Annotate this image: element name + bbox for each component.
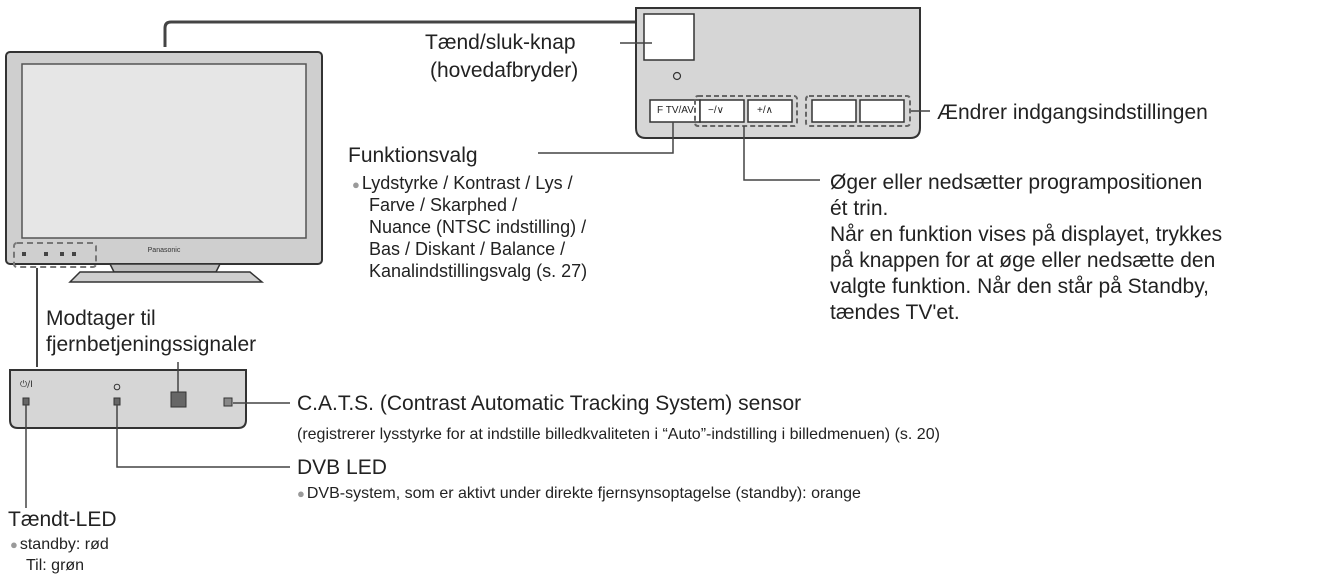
front-panel-detail: ⏻/I [9, 369, 248, 429]
power-led-on: Til: grøn [26, 557, 85, 574]
cats-title: C.A.T.S. (Contrast Automatic Tracking Sy… [297, 392, 802, 415]
function-select-line-1: Lydstyrke / Kontrast / Lys / [352, 172, 573, 196]
power-switch-sublabel: (hovedafbryder) [430, 59, 579, 82]
program-position-line-3: Når en funktion vises på displayet, tryk… [830, 223, 1223, 246]
cats-detail: (registrerer lysstyrke for at indstille … [297, 426, 940, 443]
program-position-line-1: Øger eller nedsætter programpositionen [830, 171, 1203, 194]
power-switch-label: Tænd/sluk-knap [425, 31, 576, 54]
program-position-line-6: tændes TV'et. [830, 301, 960, 324]
power-led-standby: standby: rød [10, 535, 109, 555]
tv-to-panel-connector [163, 20, 645, 47]
dvb-led-title: DVB LED [297, 456, 387, 479]
input-settings-label: Ændrer indgangsindstillingen [937, 101, 1208, 124]
remote-receiver-line-1: Modtager til [46, 307, 156, 330]
program-position-line-2: ét trin. [830, 197, 889, 220]
control-panel [635, 7, 921, 139]
function-select-line-4: Bas / Diskant / Balance / [369, 239, 566, 259]
remote-receiver-line-2: fjernbetjeningssignaler [46, 333, 257, 356]
function-select-title: Funktionsvalg [348, 144, 478, 167]
power-led-title: Tændt-LED [8, 508, 117, 531]
channel-up-button[interactable]: +/∧ [757, 105, 773, 116]
channel-down-button[interactable]: −/∨ [708, 105, 724, 116]
svg-text:Panasonic: Panasonic [148, 247, 181, 254]
tv-set: Panasonic [5, 51, 323, 283]
function-select-line-5: Kanalindstillingsvalg (s. 27) [369, 261, 588, 281]
svg-text:⏻/I: ⏻/I [20, 379, 33, 390]
function-select-line-2: Farve / Skarphed / [369, 195, 518, 215]
dvb-led-detail: DVB-system, som er aktivt under direkte … [297, 484, 861, 504]
program-position-line-5: valgte funktion. Når den står på Standby… [830, 275, 1210, 298]
program-position-line-4: på knappen for at øge eller nedsætte den [830, 249, 1216, 272]
function-select-line-3: Nuance (NTSC indstilling) / [369, 217, 587, 237]
f-tvav-button[interactable]: F TV/AV [657, 105, 694, 116]
